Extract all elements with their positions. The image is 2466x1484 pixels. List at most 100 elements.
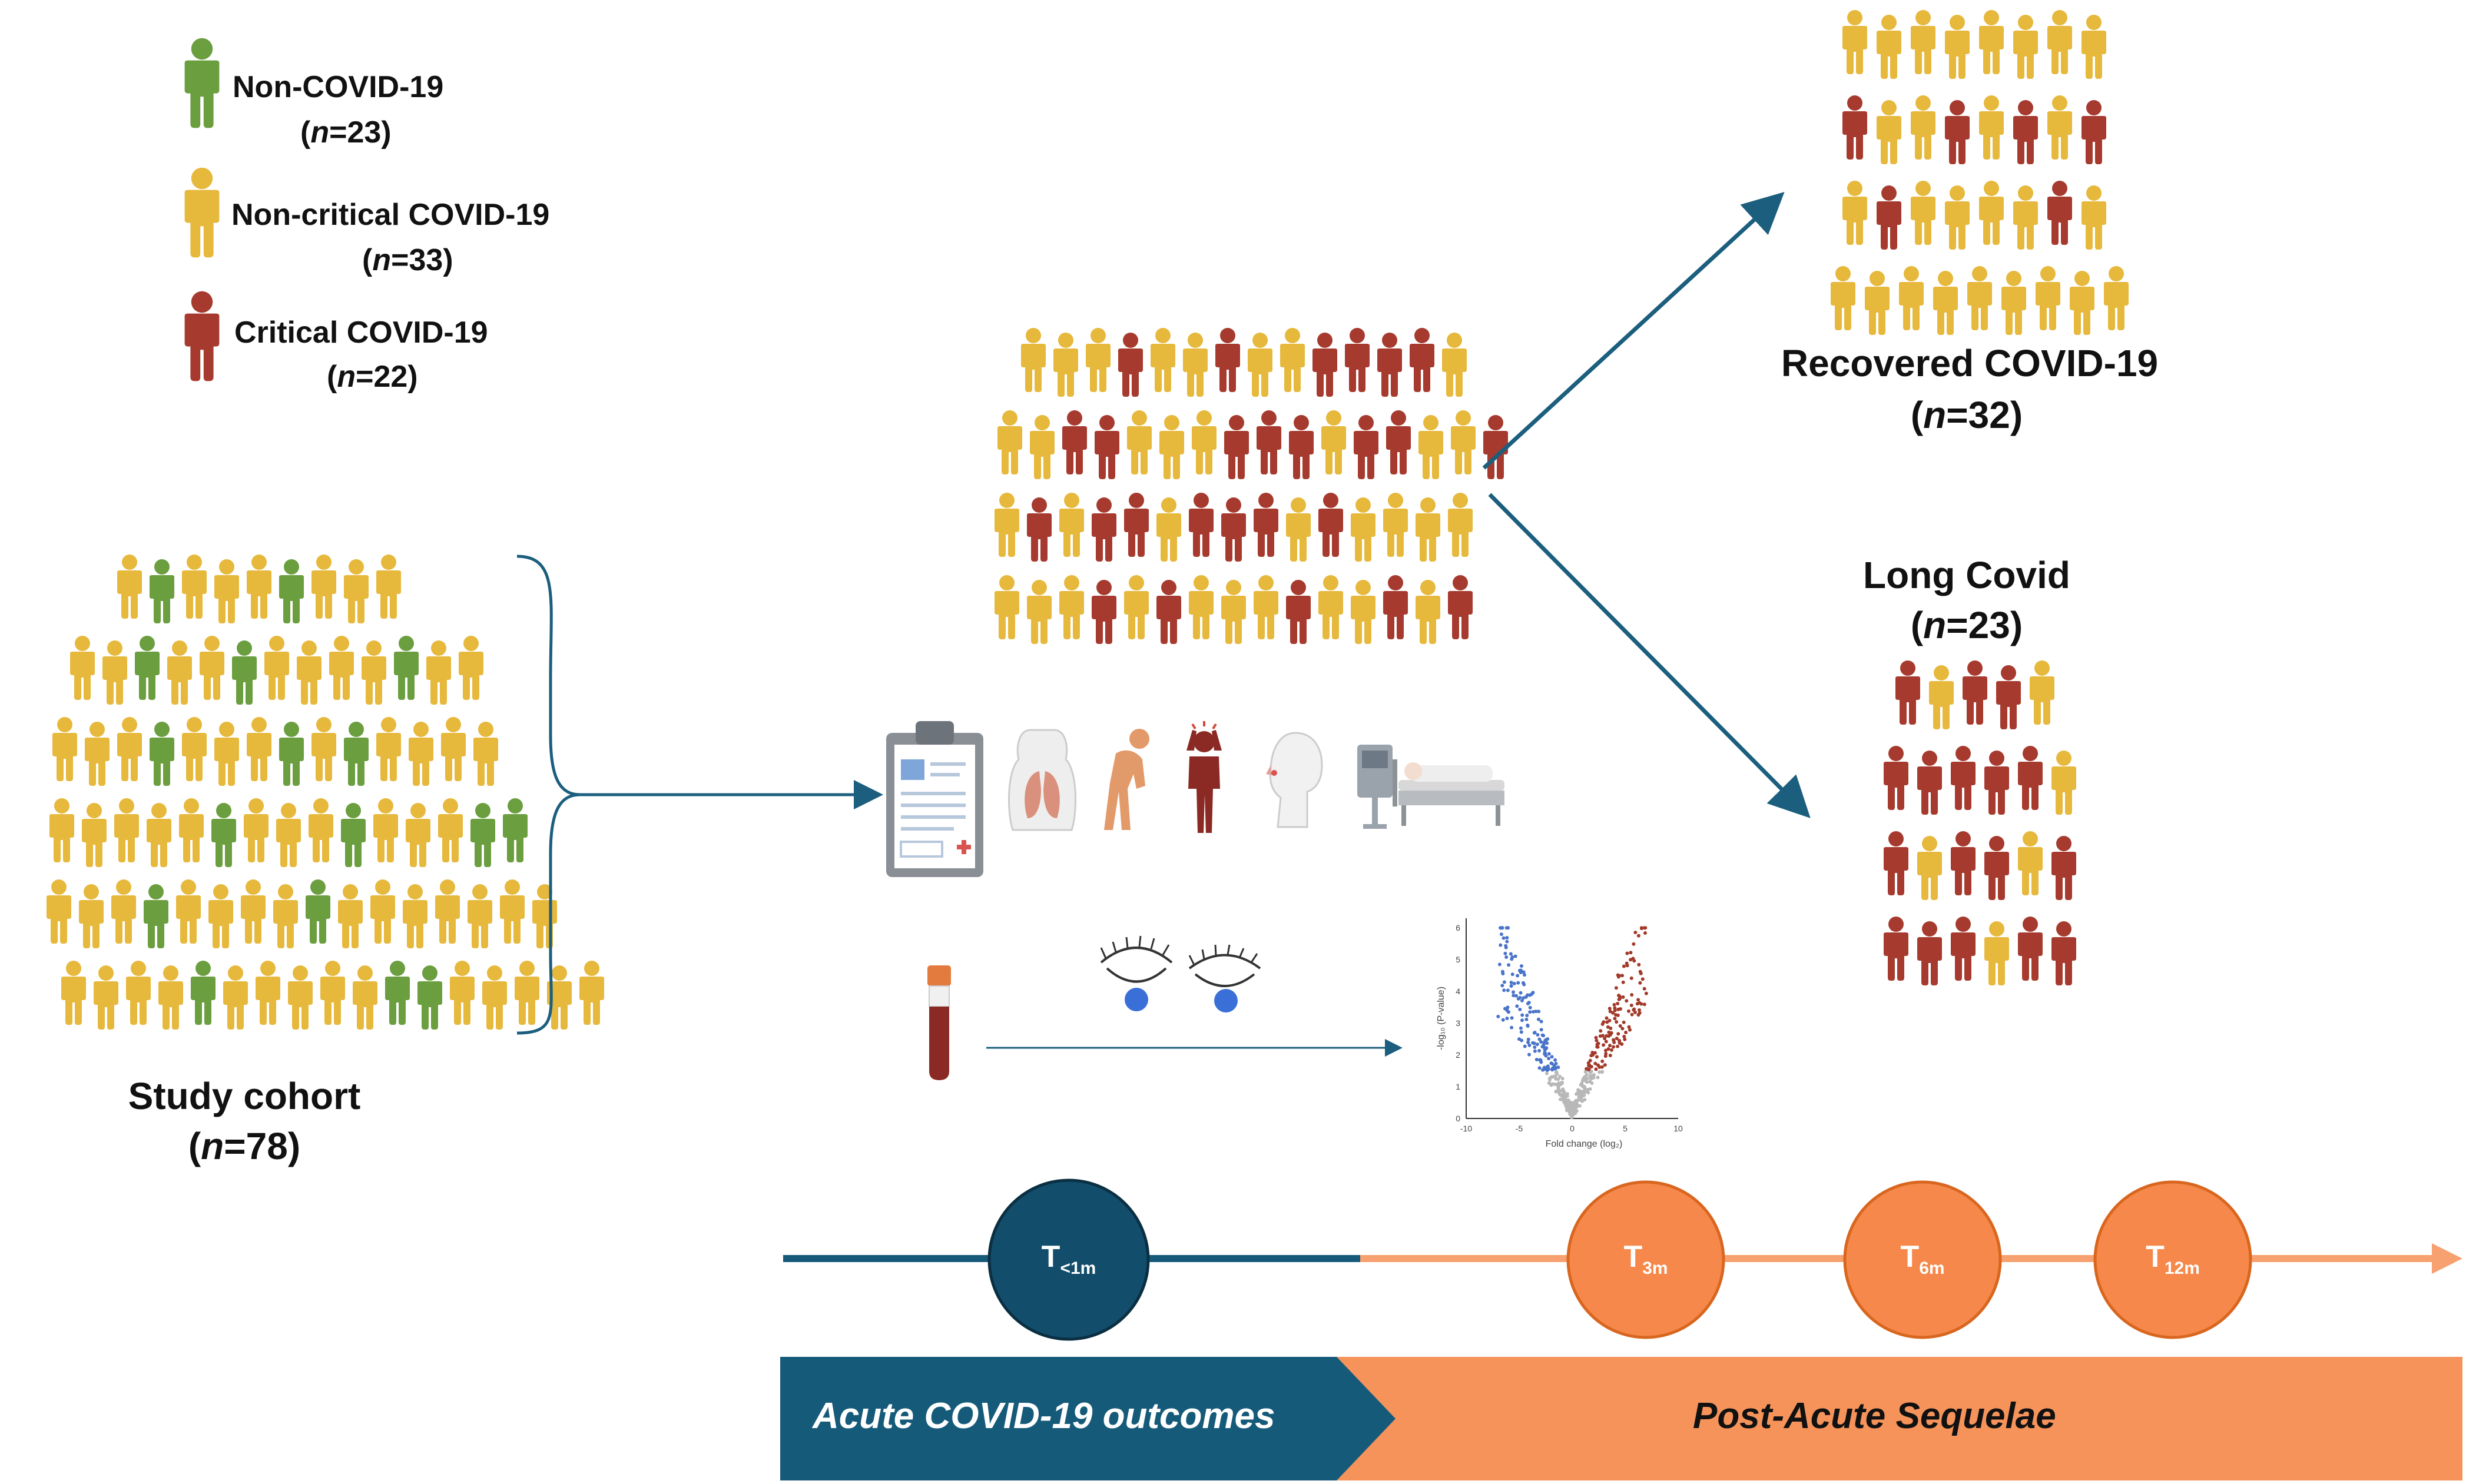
volcano-point [1556, 1085, 1560, 1089]
eye-icon [1100, 935, 1173, 1011]
volcano-point [1607, 1030, 1611, 1034]
volcano-point [1586, 1088, 1590, 1091]
volcano-point [1622, 1034, 1626, 1038]
volcano-point [1526, 1023, 1530, 1027]
volcano-point [1603, 1037, 1607, 1041]
volcano-point [1554, 1083, 1559, 1087]
volcano-point [1628, 1028, 1632, 1032]
timeline-arrowhead [2432, 1243, 2462, 1274]
person-non-critical-icon [2036, 266, 2060, 330]
person-non-critical-icon [1159, 415, 1184, 479]
volcano-point [1615, 1020, 1619, 1024]
volcano-point [1533, 1031, 1537, 1034]
volcano-point [1526, 1037, 1530, 1041]
person-non-critical-icon [2047, 95, 2072, 160]
study-cohort-crowd [47, 555, 604, 1030]
person-non-covid-icon [279, 722, 304, 786]
volcano-point [1604, 1040, 1608, 1044]
person-critical-icon [1951, 917, 1976, 981]
volcano-point [1576, 1088, 1580, 1092]
volcano-y-tick: 5 [1456, 955, 1460, 964]
volcano-point [1519, 1030, 1523, 1034]
volcano-point [1570, 1107, 1574, 1111]
volcano-x-label: Fold change (log₂) [1546, 1139, 1623, 1149]
volcano-point [1613, 1013, 1618, 1017]
volcano-point [1514, 994, 1518, 998]
person-non-critical-icon [1865, 271, 1890, 335]
person-non-critical-icon [406, 803, 430, 867]
volcano-point [1546, 1064, 1550, 1068]
volcano-point [1556, 1065, 1560, 1070]
volcano-point [1632, 1008, 1636, 1012]
volcano-point [1500, 984, 1504, 988]
person-critical-icon [1224, 415, 1249, 479]
person-critical-icon [184, 291, 220, 381]
person-non-critical-icon [362, 640, 386, 705]
volcano-point [1593, 1061, 1597, 1065]
person-critical-icon [1895, 660, 1920, 725]
volcano-point [1531, 1010, 1535, 1014]
person-critical-icon [2051, 836, 2076, 900]
volcano-y-label: -log₁₀ (P-value) [1436, 987, 1446, 1050]
volcano-point [1606, 1025, 1610, 1029]
volcano-point [1554, 1077, 1558, 1081]
person-non-critical-icon [184, 167, 220, 258]
volcano-point [1639, 1002, 1643, 1006]
volcano-point [1642, 1002, 1646, 1007]
arrow-to-recovered [1482, 192, 1785, 470]
person-critical-icon [1951, 746, 1976, 810]
person-non-covid-icon [191, 961, 216, 1025]
person-critical-icon [1951, 831, 1976, 895]
volcano-point [1630, 1012, 1634, 1017]
person-non-critical-icon [1911, 181, 1935, 245]
person-non-critical-icon [329, 636, 354, 700]
person-non-critical-icon [1451, 410, 1476, 474]
person-non-critical-icon [482, 965, 507, 1030]
volcano-point [1607, 1034, 1611, 1038]
person-non-critical-icon [241, 879, 266, 944]
person-non-critical-icon [1189, 575, 1214, 639]
person-non-critical-icon [214, 722, 239, 786]
legend-n-non-critical: (n=33) [362, 243, 453, 277]
person-critical-icon [1377, 333, 1402, 397]
volcano-point [1593, 1051, 1597, 1055]
person-critical-icon [1062, 410, 1087, 474]
person-non-covid-icon [184, 38, 220, 128]
volcano-point [1637, 962, 1641, 967]
person-non-critical-icon [1917, 836, 1942, 900]
person-non-critical-icon [117, 717, 142, 781]
person-non-critical-icon [1945, 185, 1970, 250]
person-critical-icon [1156, 580, 1181, 644]
volcano-point [1622, 964, 1626, 968]
volcano-point [1582, 1091, 1586, 1095]
volcano-point [1549, 1075, 1553, 1079]
person-non-critical-icon [2104, 266, 2129, 330]
person-critical-icon [1124, 493, 1149, 557]
person-non-critical-icon [1030, 415, 1055, 479]
volcano-y-tick: 3 [1456, 1018, 1460, 1028]
volcano-point [1621, 995, 1625, 999]
person-non-covid-icon [417, 965, 442, 1030]
person-critical-icon [1215, 328, 1240, 392]
person-non-critical-icon [997, 410, 1022, 474]
person-non-critical-icon [158, 965, 183, 1030]
person-non-critical-icon [1945, 15, 1970, 79]
volcano-point [1526, 1040, 1530, 1044]
person-critical-icon [1448, 575, 1473, 639]
volcano-point [1604, 1048, 1607, 1053]
volcano-point [1549, 1083, 1553, 1087]
person-non-critical-icon [1418, 415, 1443, 479]
volcano-point [1594, 1035, 1598, 1040]
person-non-covid-icon [150, 559, 174, 623]
person-non-covid-icon [503, 798, 528, 862]
study-cohort-n: (n=78) [188, 1125, 301, 1167]
person-critical-icon [1884, 831, 1908, 895]
person-non-critical-icon [85, 722, 110, 786]
volcano-point [1582, 1075, 1586, 1080]
volcano-point [1560, 1093, 1564, 1097]
person-non-critical-icon [426, 640, 451, 705]
volcano-point [1522, 982, 1526, 987]
legend-n-non-covid: (n=23) [300, 115, 392, 150]
volcano-y-tick: 6 [1456, 923, 1460, 932]
